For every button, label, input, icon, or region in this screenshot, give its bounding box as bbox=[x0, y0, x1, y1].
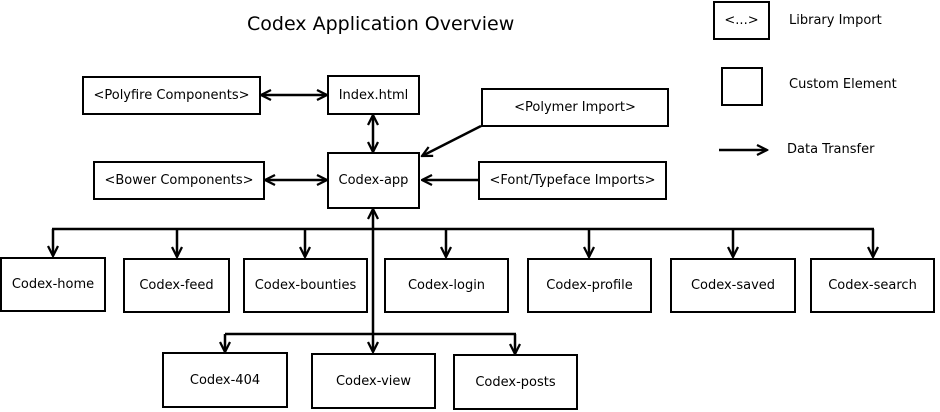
polymer-import-box: <Polymer Import> bbox=[481, 88, 669, 127]
codex-login-box: Codex-login bbox=[384, 258, 509, 313]
codex-app-box: Codex-app bbox=[327, 152, 420, 209]
polyfire-components-box: <Polyfire Components> bbox=[82, 76, 261, 115]
codex-feed-box: Codex-feed bbox=[123, 258, 230, 313]
index-html-box: Index.html bbox=[327, 75, 420, 115]
codex-home-box: Codex-home bbox=[0, 257, 106, 312]
legend-custom-symbol bbox=[721, 67, 763, 106]
codex-search-box: Codex-search bbox=[810, 258, 935, 313]
codex-profile-box: Codex-profile bbox=[527, 258, 652, 313]
codex-bounties-box: Codex-bounties bbox=[243, 258, 368, 313]
codex-view-box: Codex-view bbox=[311, 353, 436, 409]
legend-library-symbol: <...> bbox=[713, 1, 770, 40]
codex-404-box: Codex-404 bbox=[162, 352, 288, 408]
font-imports-box: <Font/Typeface Imports> bbox=[478, 161, 667, 200]
legend-custom-label: Custom Element bbox=[789, 77, 897, 92]
bower-components-box: <Bower Components> bbox=[93, 161, 265, 200]
legend-data-label: Data Transfer bbox=[787, 142, 875, 157]
codex-posts-box: Codex-posts bbox=[453, 354, 578, 410]
diagram-title: Codex Application Overview bbox=[247, 13, 515, 35]
codex-saved-box: Codex-saved bbox=[670, 258, 796, 313]
polymer-app-link bbox=[422, 124, 482, 156]
legend-library-label: Library Import bbox=[789, 13, 882, 28]
